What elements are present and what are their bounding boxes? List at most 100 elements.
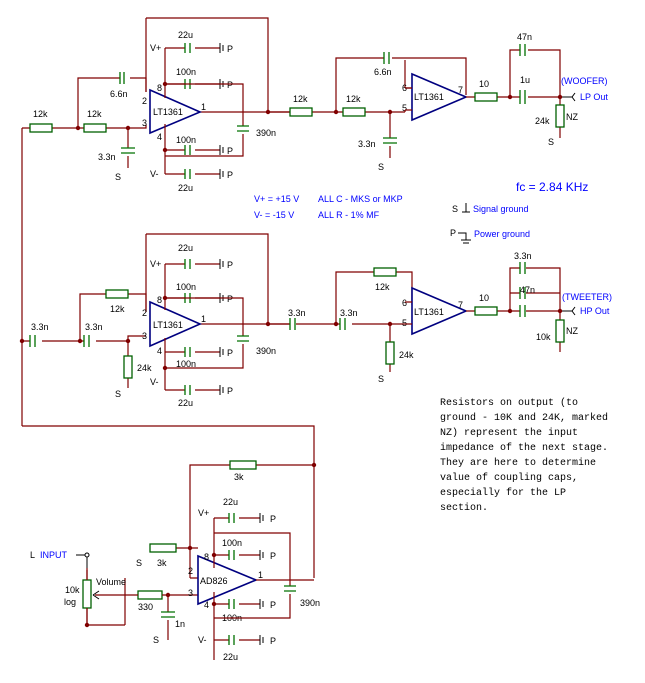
u5-label: AD826 bbox=[200, 576, 228, 586]
u3-p1: P bbox=[227, 260, 233, 270]
opamp-u5 bbox=[197, 554, 259, 606]
u5-c22u-bot: 22u bbox=[223, 652, 238, 662]
note-line-7: especially for the LP bbox=[440, 487, 566, 499]
opamp-u1 bbox=[149, 88, 203, 135]
u1-c100n-top: 100n bbox=[176, 67, 196, 77]
u2-pin5: 5 bbox=[402, 103, 407, 113]
cap-c3 bbox=[383, 52, 390, 64]
u3-p2: P bbox=[227, 294, 233, 304]
u5-vplus: V+ bbox=[198, 508, 209, 518]
u1-p2: P bbox=[227, 80, 233, 90]
opamp-u2 bbox=[411, 72, 469, 122]
u3-pin2: 2 bbox=[142, 308, 147, 318]
opamp-u3 bbox=[149, 300, 202, 348]
legend-p: P bbox=[450, 228, 456, 238]
c8-label: 3.3n bbox=[85, 322, 103, 332]
c13-label: 1n bbox=[175, 619, 185, 629]
nz-label-2: NZ bbox=[566, 326, 578, 336]
u1-c390n: 390n bbox=[256, 128, 276, 138]
cap-c7-c8 bbox=[29, 335, 90, 347]
all-c-note: ALL C - MKS or MKP bbox=[318, 194, 403, 204]
c11-label: 47n bbox=[520, 285, 535, 295]
c10-label: 3.3n bbox=[340, 308, 358, 318]
tweeter-section: 3.3n 3.3n 12k 24k S LT1361 2 3 8 4 1 V+ … bbox=[21, 128, 612, 426]
u5-pin4: 4 bbox=[204, 600, 209, 610]
c5-label: 1u bbox=[520, 75, 530, 85]
woofer-section: 12k 12k 6.6n 3.3n S LT1361 2 3 8 4 1 V+ … bbox=[22, 17, 608, 193]
fc-label: fc = 2.84 KHz bbox=[516, 180, 588, 194]
resistor-r7 bbox=[105, 289, 129, 299]
input-l: L bbox=[30, 550, 35, 560]
resistor-r15 bbox=[137, 590, 163, 600]
u2-label: LT1361 bbox=[414, 92, 444, 102]
r12-label: 10k bbox=[536, 332, 551, 342]
r9-label: 12k bbox=[375, 282, 390, 292]
input-wire bbox=[76, 554, 88, 568]
c6-label: 47n bbox=[517, 32, 532, 42]
cap-c9-c10 bbox=[289, 318, 346, 330]
power-ground-label: Power ground bbox=[474, 229, 530, 239]
volume-label: Volume bbox=[96, 577, 126, 587]
u3-p4: P bbox=[227, 386, 233, 396]
u5-p3: P bbox=[270, 600, 276, 610]
input-label: INPUT bbox=[40, 550, 68, 560]
u3-pin1: 1 bbox=[201, 314, 206, 324]
signal-ground-label: Signal ground bbox=[473, 204, 529, 214]
c9-label: 3.3n bbox=[288, 308, 306, 318]
resistor-r9 bbox=[373, 267, 397, 277]
c7-label: 3.3n bbox=[31, 322, 49, 332]
u5-c100n-top: 100n bbox=[222, 538, 242, 548]
u1-vminus: V- bbox=[150, 169, 159, 179]
u1-pin3: 3 bbox=[142, 118, 147, 128]
u1-pin2: 2 bbox=[142, 96, 147, 106]
u1-pin4: 4 bbox=[157, 132, 162, 142]
r11-label: 10 bbox=[479, 293, 489, 303]
resistor-r14 bbox=[149, 543, 177, 553]
cap-c13 bbox=[161, 611, 175, 618]
pot-type-label: log bbox=[64, 597, 76, 607]
u5-pin3: 3 bbox=[188, 588, 193, 598]
resistor-r1 bbox=[29, 123, 53, 133]
c2-label: 3.3n bbox=[98, 152, 116, 162]
resistor-r13 bbox=[229, 460, 257, 470]
r5-label: 10 bbox=[479, 79, 489, 89]
ground-s-label: S bbox=[115, 172, 121, 182]
hp-out-label: HP Out bbox=[580, 306, 610, 316]
volume-pot[interactable] bbox=[82, 579, 92, 609]
resistor-r12 bbox=[555, 319, 565, 343]
ground-s3: S bbox=[548, 137, 554, 147]
cap-c6 bbox=[519, 44, 526, 56]
lp-out-arrow bbox=[560, 92, 576, 102]
r13-label: 3k bbox=[234, 472, 244, 482]
u2-pin6: 6 bbox=[402, 83, 407, 93]
u1-p1: P bbox=[227, 44, 233, 54]
r15-label: 330 bbox=[138, 602, 153, 612]
u1-pin1: 1 bbox=[201, 102, 206, 112]
resistor-r3 bbox=[289, 107, 313, 117]
lp-out-label: LP Out bbox=[580, 92, 608, 102]
note-line-5: They are here to determine bbox=[440, 457, 596, 469]
r6-label: 24k bbox=[535, 116, 550, 126]
c12-label: 3.3n bbox=[514, 251, 532, 261]
u5-pin1: 1 bbox=[258, 570, 263, 580]
r14-label: 3k bbox=[157, 558, 167, 568]
r1-label: 12k bbox=[33, 109, 48, 119]
u5-c22u-top: 22u bbox=[223, 497, 238, 507]
u1-pin8: 8 bbox=[157, 83, 162, 93]
input-terminal[interactable] bbox=[84, 552, 90, 558]
u3-c22u-top: 22u bbox=[178, 243, 193, 253]
u3-c22u-bot: 22u bbox=[178, 398, 193, 408]
u5-p2: P bbox=[270, 551, 276, 561]
u3-pin4: 4 bbox=[157, 346, 162, 356]
note-line-1: Resistors on output (to bbox=[440, 397, 578, 409]
resistor-r2 bbox=[83, 123, 107, 133]
r2-label: 12k bbox=[87, 109, 102, 119]
note-line-2: ground - 10K and 24K, marked bbox=[440, 412, 608, 424]
cap-c1 bbox=[119, 72, 125, 84]
u3-c100n-top: 100n bbox=[176, 282, 196, 292]
resistor-r11 bbox=[474, 306, 498, 316]
u3-pin3: 3 bbox=[142, 331, 147, 341]
u3-pin8: 8 bbox=[157, 295, 162, 305]
resistor-r8 bbox=[123, 355, 133, 379]
